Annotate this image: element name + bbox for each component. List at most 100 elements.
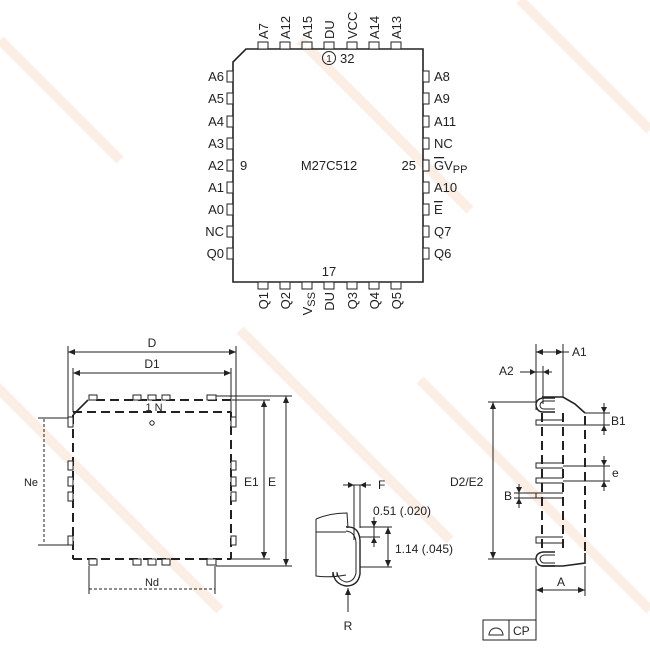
- pin-label-main: Q6: [434, 246, 451, 261]
- pin-lead: [226, 159, 234, 172]
- pin-label-main: A15: [300, 16, 315, 39]
- pin-lead: [422, 70, 430, 83]
- pin-label-left: Q0: [207, 246, 224, 261]
- watermark: [0, 0, 650, 614]
- pin-label-right: A9: [434, 91, 450, 106]
- pin-label-left: NC: [205, 224, 224, 239]
- pin-label-right: NC: [434, 136, 453, 151]
- pin-label-right: A8: [434, 69, 450, 84]
- pin-lead: [257, 41, 269, 50]
- pin-lead: [422, 137, 430, 150]
- dim-E: E: [268, 475, 276, 489]
- pin-label-main: A7: [256, 23, 271, 39]
- pin-label-right: Q7: [434, 224, 451, 239]
- pin-label-left: A3: [208, 136, 224, 151]
- pin-label-left: A0: [208, 202, 224, 217]
- pin-label-main: VCC: [345, 12, 360, 39]
- pin-label-left: A4: [208, 114, 224, 129]
- pin-lead: [226, 203, 234, 216]
- pin-label-top: A12: [278, 16, 293, 39]
- pin-label-main: V: [300, 306, 315, 315]
- pin-label-main: A5: [208, 91, 224, 106]
- pin-label-main: DU: [322, 292, 337, 311]
- pin-label-main: A13: [389, 16, 404, 39]
- pin-lead: [279, 281, 291, 290]
- pin-lead: [323, 281, 335, 290]
- pin-label-main: A9: [434, 91, 450, 106]
- pin-label-bottom: Q1: [256, 292, 271, 309]
- pin-label-left: A2: [208, 158, 224, 173]
- pin-lead: [368, 281, 380, 290]
- pin-label-left: A6: [208, 69, 224, 84]
- dim-A: A: [557, 575, 565, 589]
- pin-label-suffix: V: [444, 158, 453, 173]
- dim-Ne: Ne: [24, 477, 38, 489]
- lead-detail: F 0.51 (.020) 1.14 (.045) R: [315, 478, 453, 633]
- package-top-view: D D1 1 N: [24, 336, 292, 594]
- pin-label-main: A10: [434, 180, 457, 195]
- dim-D: D: [148, 336, 157, 350]
- dim-1.14: 1.14 (.045): [395, 542, 453, 556]
- pin-label-main: DU: [322, 20, 337, 39]
- pin-label-bottom: VSS: [300, 292, 318, 315]
- pin-lead: [226, 92, 234, 105]
- pin-label-bottom: DU: [322, 292, 337, 311]
- pin-lead: [346, 41, 358, 50]
- pin-label-main: Q0: [207, 246, 224, 261]
- pin-label-main: NC: [434, 136, 453, 151]
- pin-label-top: DU: [322, 20, 337, 39]
- pin1-mark-label: 1 N: [145, 402, 162, 414]
- pin-number-17: 17: [322, 264, 336, 279]
- pin-lead: [226, 225, 234, 238]
- pin-lead: [226, 181, 234, 194]
- pin-lead: [226, 247, 234, 260]
- dim-F: F: [378, 478, 385, 492]
- pin-lead: [422, 115, 430, 128]
- dim-R: R: [344, 619, 353, 633]
- pin-label-main: A4: [208, 114, 224, 129]
- pin-label-top: A7: [256, 23, 271, 39]
- pin-lead: [390, 41, 402, 50]
- dim-D2-E2: D2/E2: [450, 475, 484, 489]
- pin-lead: [422, 181, 430, 194]
- dim-A2: A2: [499, 364, 514, 378]
- pin-label-bottom: Q4: [367, 292, 382, 309]
- pin1-marker-circle: [322, 51, 336, 65]
- pin1-dot: [149, 420, 155, 426]
- pin-label-bottom: Q3: [345, 292, 360, 309]
- pin-lead: [422, 159, 430, 172]
- pin-lead: [346, 281, 358, 290]
- dim-E1: E1: [244, 475, 259, 489]
- pin-label-left: A5: [208, 91, 224, 106]
- pin-number-9: 9: [240, 158, 247, 173]
- package-side-view: A1 A2 B1 e: [450, 344, 626, 641]
- pin-label-main: A6: [208, 69, 224, 84]
- pin-label-bottom: Q5: [389, 292, 404, 309]
- pin-label-subscript: PP: [453, 164, 468, 176]
- pin-label-main: G: [434, 158, 444, 173]
- dim-0.51: 0.51 (.020): [373, 504, 431, 518]
- dim-B1: B1: [611, 414, 626, 428]
- dim-B: B: [504, 489, 512, 503]
- pin-label-main: Q3: [345, 292, 360, 309]
- dim-e: e: [612, 466, 619, 480]
- pin-number-32: 32: [340, 51, 354, 66]
- pin-lead: [323, 41, 335, 50]
- pin-lead: [226, 70, 234, 83]
- pin-lead: [301, 41, 313, 50]
- pin-label-main: A12: [278, 16, 293, 39]
- pin-label-right: A10: [434, 180, 457, 195]
- pin-label-main: A1: [208, 180, 224, 195]
- pin-label-top: A15: [300, 16, 315, 39]
- pin-label-left: A1: [208, 180, 224, 195]
- pin-lead: [422, 203, 430, 216]
- pin-label-main: E: [434, 202, 443, 217]
- pin-label-main: A14: [367, 16, 382, 39]
- dim-Nd: Nd: [145, 577, 159, 589]
- pin-label-main: Q7: [434, 224, 451, 239]
- pin-lead: [422, 247, 430, 260]
- pin-lead: [226, 137, 234, 150]
- pin-lead: [368, 41, 380, 50]
